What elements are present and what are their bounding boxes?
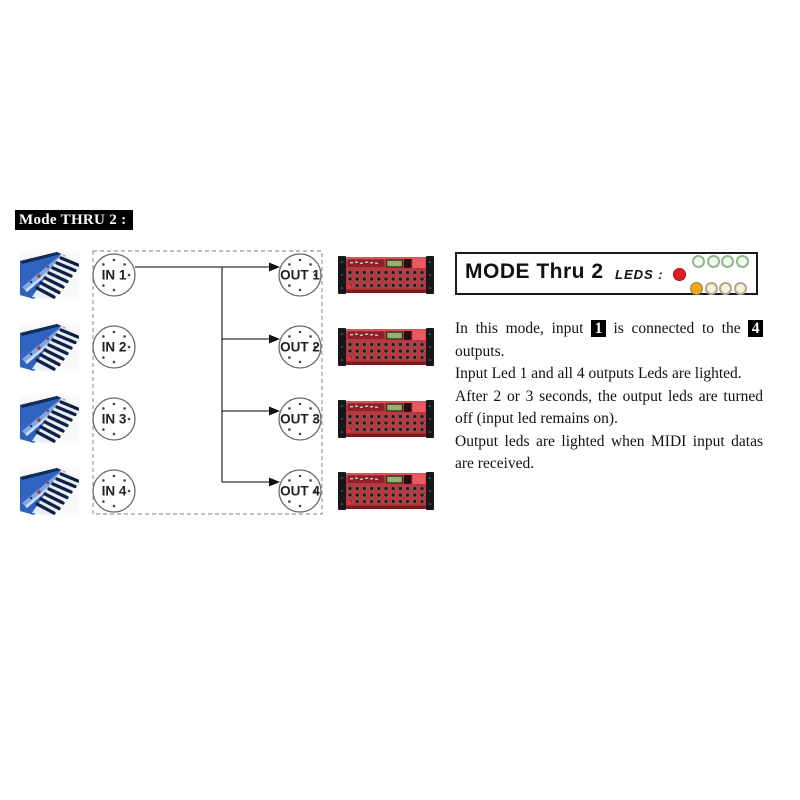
red-midi-patchbay-image xyxy=(338,399,434,439)
input-led-on xyxy=(673,268,686,281)
leds-label: LEDS : xyxy=(615,267,664,282)
led-off xyxy=(721,255,734,268)
in-label: IN 2 xyxy=(102,340,127,355)
led-off xyxy=(704,282,718,295)
output-led-on xyxy=(690,282,703,295)
section-title: Mode THRU 2 : xyxy=(15,210,134,230)
description-paragraph: In this mode, input 1 is connected to th… xyxy=(455,318,764,363)
out-label: OUT 4 xyxy=(280,484,320,499)
description-paragraph: After 2 or 3 seconds, the output leds ar… xyxy=(455,387,763,428)
blue-midi-keyboard-image xyxy=(19,467,79,515)
out-label: OUT 3 xyxy=(280,412,320,427)
inverted-digit: 1 xyxy=(591,320,606,337)
mode-panel: MODE Thru 2 LEDS : xyxy=(455,252,758,295)
inverted-digit: 4 xyxy=(748,320,764,337)
in-label: IN 4 xyxy=(102,484,127,499)
output-led-row-top xyxy=(692,255,749,268)
in-label: IN 3 xyxy=(102,412,127,427)
red-midi-patchbay-image xyxy=(338,327,434,367)
in-label: IN 1 xyxy=(102,268,127,283)
red-midi-patchbay-image xyxy=(338,255,434,295)
thru2-routing-diagram: IN 1 IN 2 IN 3 IN 4 OUT 1 OUT 2 OUT 3 OU… xyxy=(92,250,323,515)
out-label: OUT 2 xyxy=(280,340,320,355)
led-off xyxy=(692,255,705,268)
red-midi-patchbay-image xyxy=(338,471,434,511)
blue-midi-keyboard-image xyxy=(19,395,79,443)
description-paragraph: Output leds are lighted when MIDI input … xyxy=(455,432,763,473)
mode-description: In this mode, input 1 is connected to th… xyxy=(455,318,764,476)
output-led-row-bottom xyxy=(690,282,747,295)
desc-text: outputs. xyxy=(455,342,505,360)
diagram-dashed-border xyxy=(92,250,323,515)
mode-panel-title: MODE Thru 2 xyxy=(465,260,604,283)
desc-text: In this mode, input xyxy=(455,320,592,337)
connection-lines xyxy=(135,266,270,483)
out-label: OUT 1 xyxy=(280,268,320,283)
led-off xyxy=(719,282,732,295)
blue-midi-keyboard-image xyxy=(19,251,79,299)
arrowheads xyxy=(269,262,280,487)
description-paragraph: Input Led 1 and all 4 outputs Leds are l… xyxy=(455,365,742,382)
led-off xyxy=(706,255,720,268)
led-off xyxy=(735,255,749,268)
led-off xyxy=(733,282,747,295)
blue-midi-keyboard-image xyxy=(19,323,79,371)
desc-text: is connected to the xyxy=(605,320,749,337)
